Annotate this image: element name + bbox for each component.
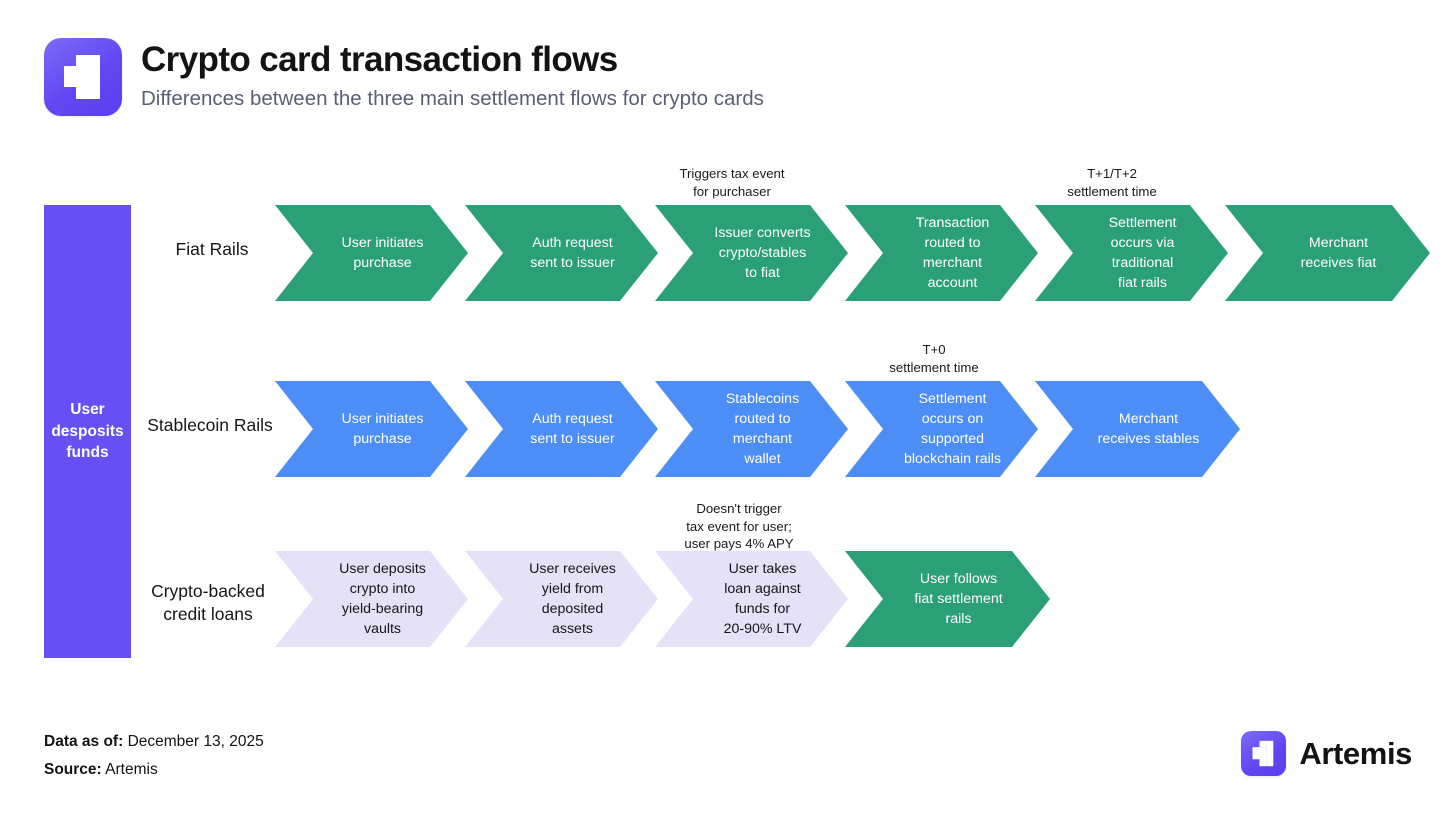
flow-step-label: Merchant receives fiat: [1300, 234, 1377, 271]
flow-step[interactable]: Merchant receives stables: [1035, 381, 1240, 477]
flow-step-label: Transaction routed to merchant account: [915, 214, 990, 292]
flow-step-label: User follows fiat settlement rails: [914, 570, 1003, 628]
flow-step-label: User receives yield from deposited asset…: [529, 560, 616, 638]
row-label-fiat-rails: Fiat Rails: [175, 239, 249, 259]
flow-step[interactable]: User takes loan against funds for 20-90%…: [655, 551, 848, 647]
row-label-stablecoin-rails: Stablecoin Rails: [147, 415, 273, 435]
flow-step-label: User initiates purchase: [341, 410, 424, 447]
footer-brand: Artemis: [1241, 731, 1412, 776]
flow-step[interactable]: User follows fiat settlement rails: [845, 551, 1050, 647]
flow-step[interactable]: Stablecoins routed to merchant wallet: [655, 381, 848, 477]
flow-step-label: User takes loan against funds for 20-90%…: [723, 560, 802, 638]
flow-step[interactable]: User deposits crypto into yield-bearing …: [275, 551, 468, 647]
flow-step[interactable]: Auth request sent to issuer: [465, 205, 658, 301]
flow-step-label: Auth request sent to issuer: [530, 234, 615, 271]
flow-step-label: Settlement occurs via traditional fiat r…: [1108, 214, 1177, 292]
flow-step[interactable]: Issuer converts crypto/stables to fiat: [655, 205, 848, 301]
flow-step[interactable]: Auth request sent to issuer: [465, 381, 658, 477]
flow-step[interactable]: Merchant receives fiat: [1225, 205, 1430, 301]
flow-step-label: Settlement occurs on supported blockchai…: [904, 390, 1001, 468]
source-value: Artemis: [105, 760, 158, 778]
flow-step-label: Stablecoins routed to merchant wallet: [725, 390, 800, 468]
flow-step-label: Merchant receives stables: [1097, 410, 1200, 447]
flow-step[interactable]: User initiates purchase: [275, 381, 468, 477]
page-subtitle: Differences between the three main settl…: [141, 87, 764, 111]
data-as-of-line: Data as of: December 13, 2025: [44, 728, 264, 756]
flow-step-label: Auth request sent to issuer: [530, 410, 615, 447]
page-title: Crypto card transaction flows: [141, 40, 618, 79]
annotation-doesnt-trigger-tax-event: Doesn't trigger tax event for user; user…: [684, 501, 794, 552]
footer-brand-name: Artemis: [1299, 735, 1412, 771]
flow-step-label: Issuer converts crypto/stables to fiat: [714, 224, 811, 282]
source-line: Source: Artemis: [44, 756, 264, 784]
data-as-of-value: December 13, 2025: [127, 733, 264, 750]
row-label-crypto-backed-credit-loans: Crypto-backed credit loans: [151, 581, 265, 625]
annotation-t1-t2-settlement-time: T+1/T+2 settlement time: [1067, 166, 1157, 199]
footer-metadata: Data as of: December 13, 2025 Source: Ar…: [44, 728, 264, 783]
flow-step-label: User initiates purchase: [341, 234, 424, 271]
annotation-triggers-tax-event: Triggers tax event for purchaser: [679, 166, 785, 199]
artemis-logo-icon: [44, 38, 122, 116]
flow-step[interactable]: Settlement occurs on supported blockchai…: [845, 381, 1038, 477]
header-text-block: Crypto card transaction flows Difference…: [141, 38, 764, 112]
flow-step[interactable]: Transaction routed to merchant account: [845, 205, 1038, 301]
entry-node-user-deposits-funds: User desposits funds: [44, 205, 131, 658]
page-header: Crypto card transaction flows Difference…: [44, 38, 764, 116]
source-label: Source:: [44, 760, 102, 778]
artemis-logo-icon: [1241, 731, 1287, 776]
flow-step[interactable]: User receives yield from deposited asset…: [465, 551, 658, 647]
flow-step[interactable]: User initiates purchase: [275, 205, 468, 301]
flow-step-label: User deposits crypto into yield-bearing …: [339, 560, 426, 638]
data-as-of-label: Data as of:: [44, 733, 124, 750]
entry-node-label: User desposits funds: [51, 401, 124, 462]
annotation-t0-settlement-time: T+0 settlement time: [889, 342, 979, 375]
flow-step[interactable]: Settlement occurs via traditional fiat r…: [1035, 205, 1228, 301]
